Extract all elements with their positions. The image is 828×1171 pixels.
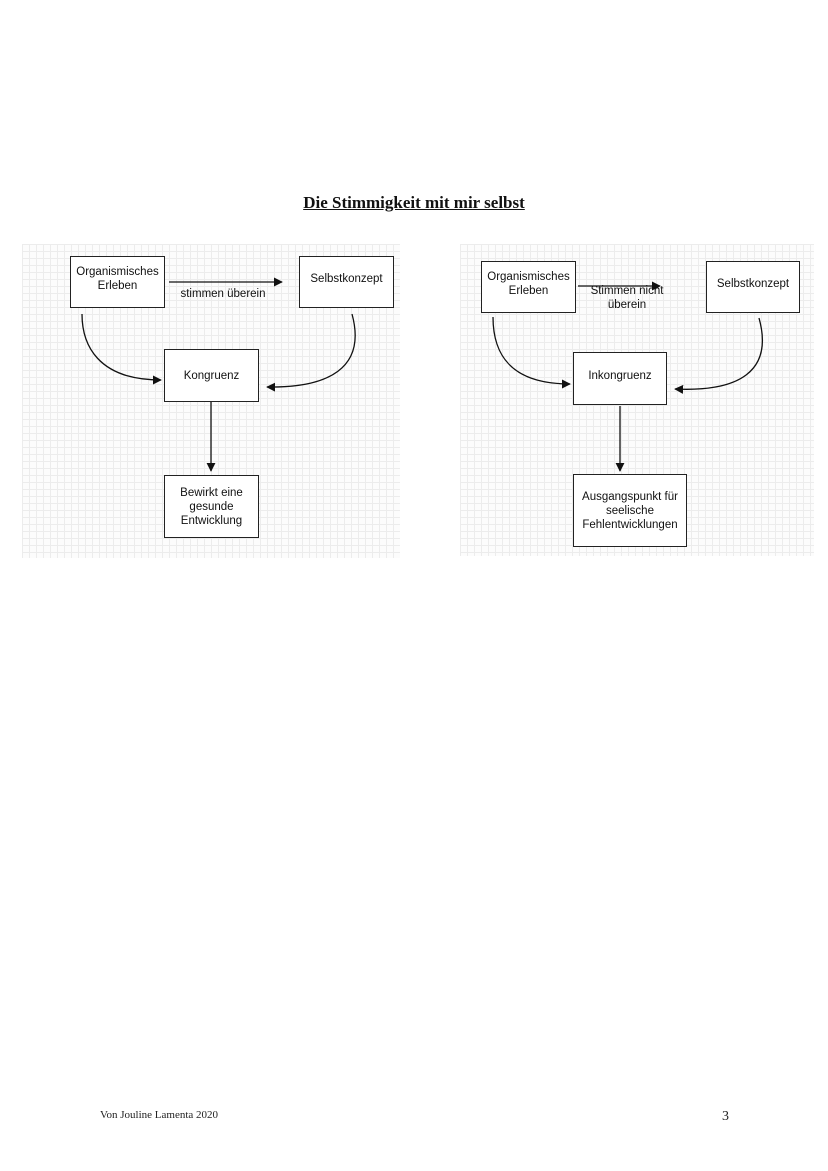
congruence-diagram-connectors [81, 277, 356, 472]
node-inkongruenz: Inkongruenz [573, 352, 667, 405]
arrow-selbstkonzept-to-kongruenz [266, 313, 356, 392]
edge-label-stimmen-ueberein: stimmen überein [180, 288, 266, 300]
node-seelische-fehlentwicklungen-label: Ausgangspunkt für seelische Fehlentwickl… [582, 490, 678, 531]
page-title: Die Stimmigkeit mit mir selbst [303, 193, 525, 212]
arrow-organismisches-to-kongruenz [81, 313, 162, 385]
incongruence-diagram: Organismisches Erleben Selbstkonzept Sti… [460, 244, 814, 556]
incongruence-diagram-connectors [492, 281, 764, 472]
footer-author: Von Jouline Lamenta 2020 [100, 1109, 219, 1121]
node-organismisches-erleben: Organismisches Erleben [70, 256, 165, 308]
arrow-selbstkonzept-to-inkongruenz [674, 317, 764, 394]
node-seelische-fehlentwicklungen: Ausgangspunkt für seelische Fehlentwickl… [573, 474, 687, 547]
page-number: 3 [722, 1109, 729, 1124]
node-gesunde-entwicklung: Bewirkt eine gesunde Entwicklung [164, 475, 259, 538]
edge-label-stimmen-nicht-ueberein: Stimmen nicht überein [590, 285, 664, 311]
node-kongruenz: Kongruenz [164, 349, 259, 402]
node-selbstkonzept-label: Selbstkonzept [310, 273, 383, 285]
node-selbstkonzept: Selbstkonzept [706, 261, 800, 313]
node-organismisches-erleben-label: Organismisches Erleben [76, 266, 159, 292]
congruence-diagram: Organismisches Erleben Selbstkonzept sti… [22, 244, 400, 558]
node-kongruenz-label: Kongruenz [183, 369, 240, 382]
node-organismisches-erleben-label: Organismisches Erleben [487, 271, 570, 297]
node-inkongruenz-label: Inkongruenz [588, 369, 652, 382]
node-organismisches-erleben: Organismisches Erleben [481, 261, 576, 313]
node-selbstkonzept: Selbstkonzept [299, 256, 394, 308]
node-selbstkonzept-label: Selbstkonzept [716, 278, 790, 290]
arrow-organismisches-to-inkongruenz [492, 316, 571, 389]
node-gesunde-entwicklung-label: Bewirkt eine gesunde Entwicklung [180, 486, 243, 527]
